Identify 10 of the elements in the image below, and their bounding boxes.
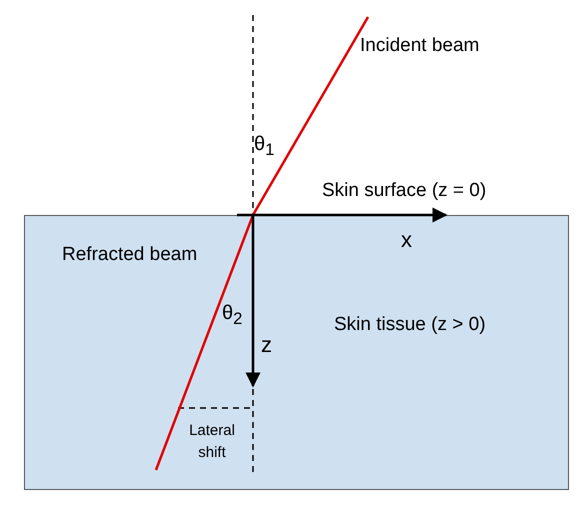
angle-label: θ$_{1}$ <box>254 133 274 160</box>
surface-label: Skin surface (z = 0) <box>322 181 486 202</box>
beam-label: Incident beam <box>360 36 480 57</box>
angle-label: θ$_{2}$ <box>222 302 242 328</box>
axis-label: x <box>401 228 412 252</box>
tissue-region <box>24 215 569 490</box>
shift-label: Lateral shift <box>188 421 236 463</box>
region-label: Skin tissue (z > 0) <box>334 315 486 336</box>
axis-label: z <box>261 333 272 358</box>
beam-label: Refracted beam <box>62 245 198 266</box>
